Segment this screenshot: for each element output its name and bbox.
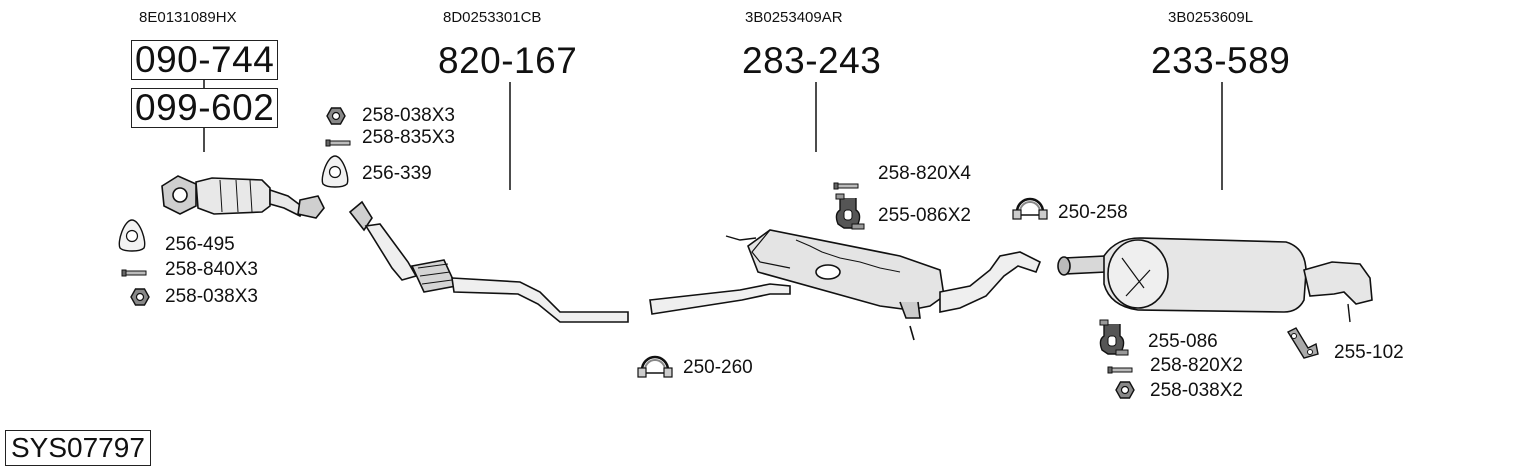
accessory-label[interactable]: 258-840X3 xyxy=(165,259,258,280)
accessory-label[interactable]: 255-102 xyxy=(1334,342,1404,363)
part-number[interactable]: 283-243 xyxy=(742,40,882,81)
accessory-label[interactable]: 250-258 xyxy=(1058,202,1128,223)
bolt-icon xyxy=(325,139,351,147)
accessory-label[interactable]: 258-038X3 xyxy=(165,286,258,307)
oem-number: 3B0253609L xyxy=(1168,9,1254,26)
part-number-box[interactable]: 099-602 xyxy=(131,88,279,128)
gasket-icon xyxy=(321,155,349,188)
nut-icon xyxy=(130,288,150,306)
accessory-label[interactable]: 256-339 xyxy=(362,163,432,184)
nut-icon xyxy=(1115,381,1135,399)
catalytic-converter xyxy=(161,175,325,219)
bolt-icon xyxy=(1107,366,1133,374)
accessory-label[interactable]: 258-835X3 xyxy=(362,127,455,148)
part-number-box[interactable]: 090-744 xyxy=(131,40,279,80)
part-number[interactable]: 820-167 xyxy=(438,40,578,81)
accessory-label[interactable]: 258-038X2 xyxy=(1150,380,1243,401)
accessory-label[interactable]: 256-495 xyxy=(165,234,235,255)
bolt-icon xyxy=(833,182,859,190)
rubber-hanger-icon xyxy=(1099,319,1129,356)
oem-number: 3B0253409AR xyxy=(745,9,843,26)
accessory-label[interactable]: 250-260 xyxy=(683,357,753,378)
accessory-label[interactable]: 258-820X4 xyxy=(878,163,971,184)
accessory-label[interactable]: 255-086X2 xyxy=(878,205,971,226)
accessory-label[interactable]: 258-038X3 xyxy=(362,105,455,126)
rubber-hanger-icon xyxy=(835,193,865,230)
gasket-icon xyxy=(118,219,146,252)
clamp-icon xyxy=(1011,197,1049,221)
accessory-label[interactable]: 255-086 xyxy=(1148,331,1218,352)
middle-silencer xyxy=(649,229,1042,341)
front-pipe xyxy=(348,200,629,323)
clamp-icon xyxy=(636,355,674,379)
nut-icon xyxy=(326,107,346,125)
oem-number: 8E0131089HX xyxy=(139,9,237,26)
rear-silencer xyxy=(1057,237,1373,323)
bolt-icon xyxy=(121,269,147,277)
system-code: SYS07797 xyxy=(5,430,151,466)
leader-lines xyxy=(203,80,1223,190)
bracket-icon xyxy=(1287,327,1319,359)
part-number[interactable]: 233-589 xyxy=(1151,40,1291,81)
oem-number: 8D0253301CB xyxy=(443,9,542,26)
accessory-label[interactable]: 258-820X2 xyxy=(1150,355,1243,376)
